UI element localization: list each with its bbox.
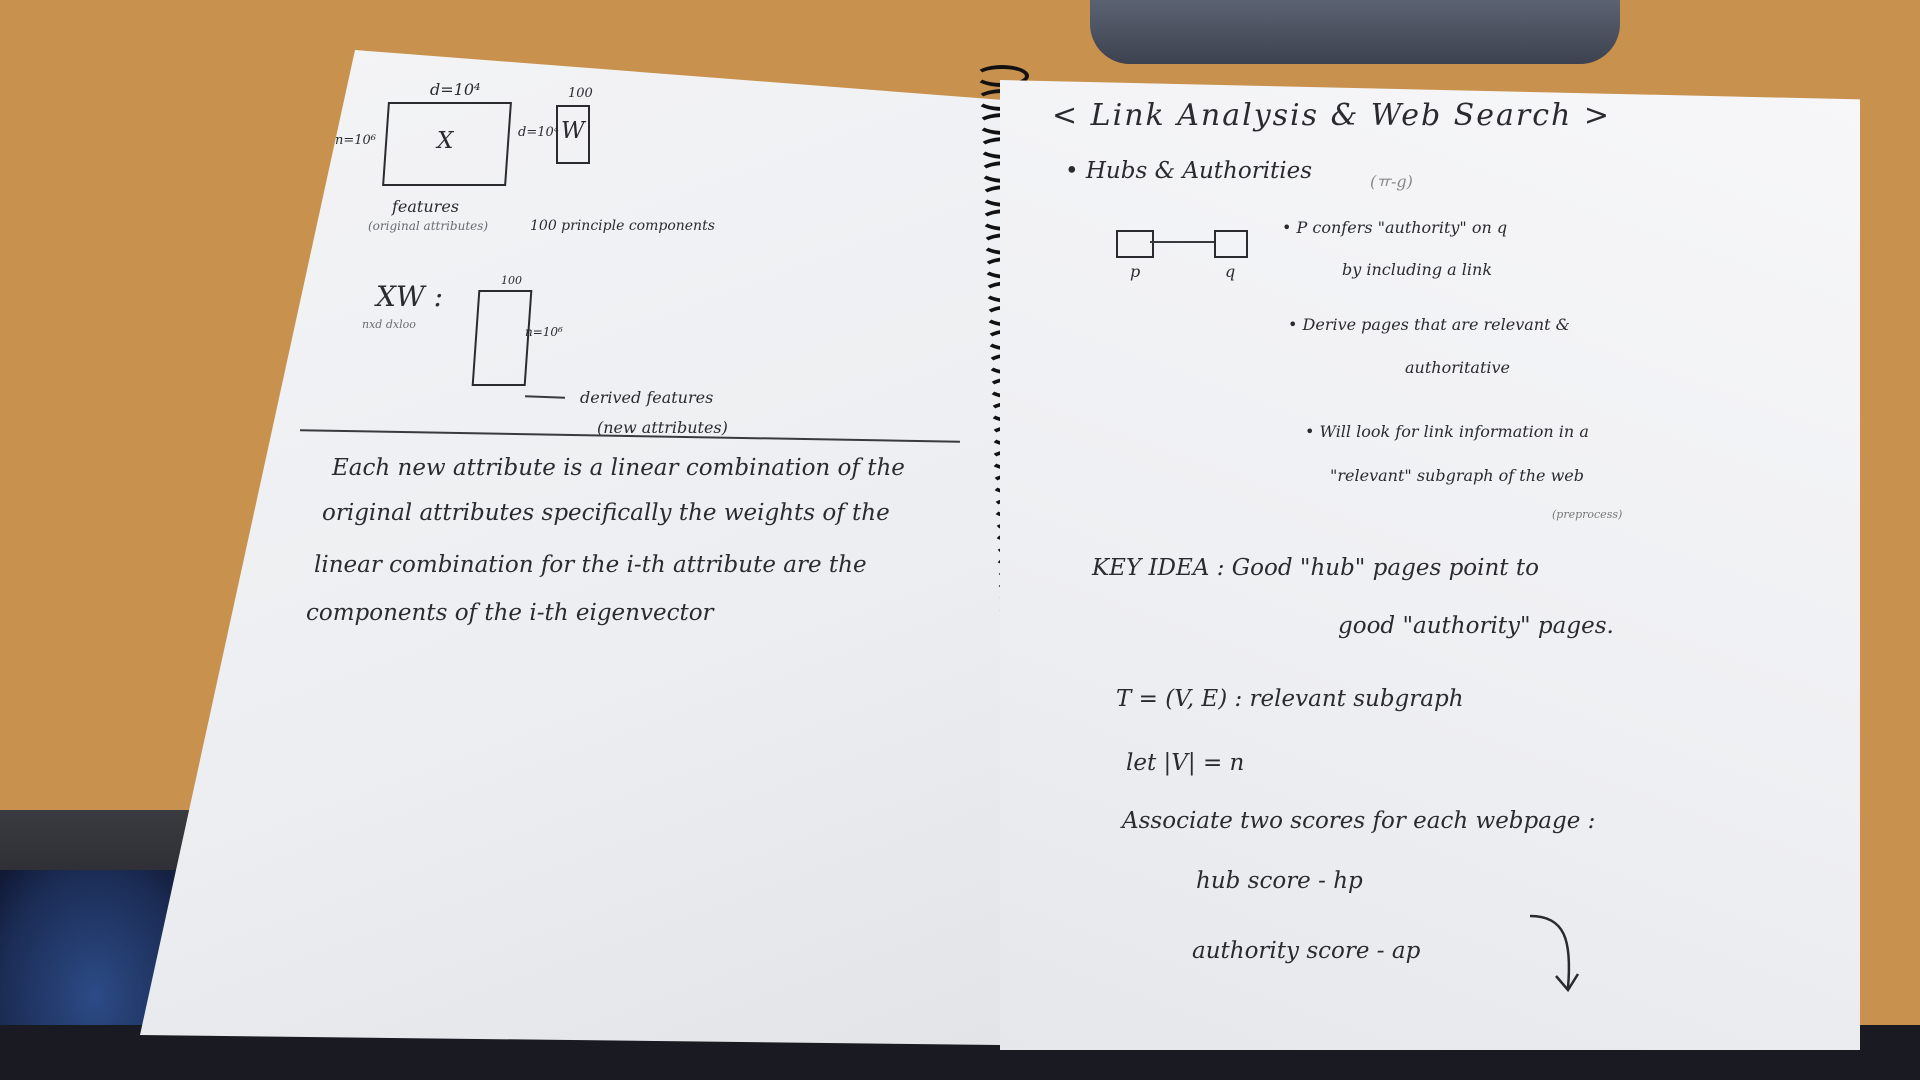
bullet-hubs-note: (ㅠ-g) <box>1370 172 1413 191</box>
node-p-label: p <box>1130 262 1141 281</box>
confers-line-2: by including a link <box>1342 260 1493 279</box>
derived-features-label: derived features <box>580 388 714 407</box>
associate-line: Associate two scores for each webpage : <box>1122 808 1596 834</box>
graph-definition: T = (V, E) : relevant subgraph <box>1116 686 1464 712</box>
principal-components-label: 100 principle components <box>530 218 715 234</box>
xw-side: n=10⁶ <box>525 325 563 339</box>
node-q-box <box>1214 230 1248 258</box>
text-line-3: linear combination for the i-th attribut… <box>314 552 867 578</box>
derived-features-note: (new attributes) <box>597 418 728 437</box>
hub-score-line: hub score - hp <box>1196 868 1363 894</box>
authority-score-line: authority score - ap <box>1192 938 1421 964</box>
matrix-w-box <box>556 105 590 164</box>
let-n: let |V| = n <box>1126 750 1245 776</box>
xw-top: 100 <box>501 274 522 287</box>
w-dims-top: 100 <box>568 86 593 101</box>
text-line-2: original attributes specifically the wei… <box>322 500 890 526</box>
features-label: features <box>392 197 459 216</box>
derive-line-1: • Derive pages that are relevant & <box>1288 315 1570 334</box>
notebook-left-page <box>140 50 1000 1045</box>
node-p-box <box>1116 230 1154 258</box>
key-idea-line-1: KEY IDEA : Good "hub" pages point to <box>1092 555 1539 581</box>
xw-dims: nxd dxloo <box>362 318 416 331</box>
down-arrow <box>1529 914 1580 993</box>
will-look-line: • Will look for link information in a <box>1305 422 1589 441</box>
matrix-w-label: W <box>561 118 585 144</box>
w-dims-side: d=10⁴ <box>518 125 559 140</box>
notebook-right-page <box>1000 80 1860 1050</box>
xw-label: XW : <box>376 280 444 313</box>
node-q-label: q <box>1225 262 1236 281</box>
page-title: < Link Analysis & Web Search > <box>1052 98 1612 133</box>
matrix-x-label: X <box>437 128 454 154</box>
preprocess-note: (preprocess) <box>1552 508 1623 521</box>
relevant-subgraph-line: "relevant" subgraph of the web <box>1330 466 1584 485</box>
x-dims-side: n=10⁶ <box>335 133 377 148</box>
bullet-hubs: • Hubs & Authorities <box>1065 158 1313 184</box>
matrix-xw-box <box>471 290 533 386</box>
text-line-4: components of the i-th eigenvector <box>306 600 714 626</box>
x-dims-top: d=10⁴ <box>430 80 481 99</box>
confers-line-1: • P confers "authority" on q <box>1282 218 1508 237</box>
link-edge <box>1150 241 1214 243</box>
bag <box>1090 0 1620 64</box>
text-line-1: Each new attribute is a linear combinati… <box>332 455 905 481</box>
features-note: (original attributes) <box>368 219 489 233</box>
derive-line-2: authoritative <box>1405 358 1510 377</box>
key-idea-line-2: good "authority" pages. <box>1338 613 1614 639</box>
